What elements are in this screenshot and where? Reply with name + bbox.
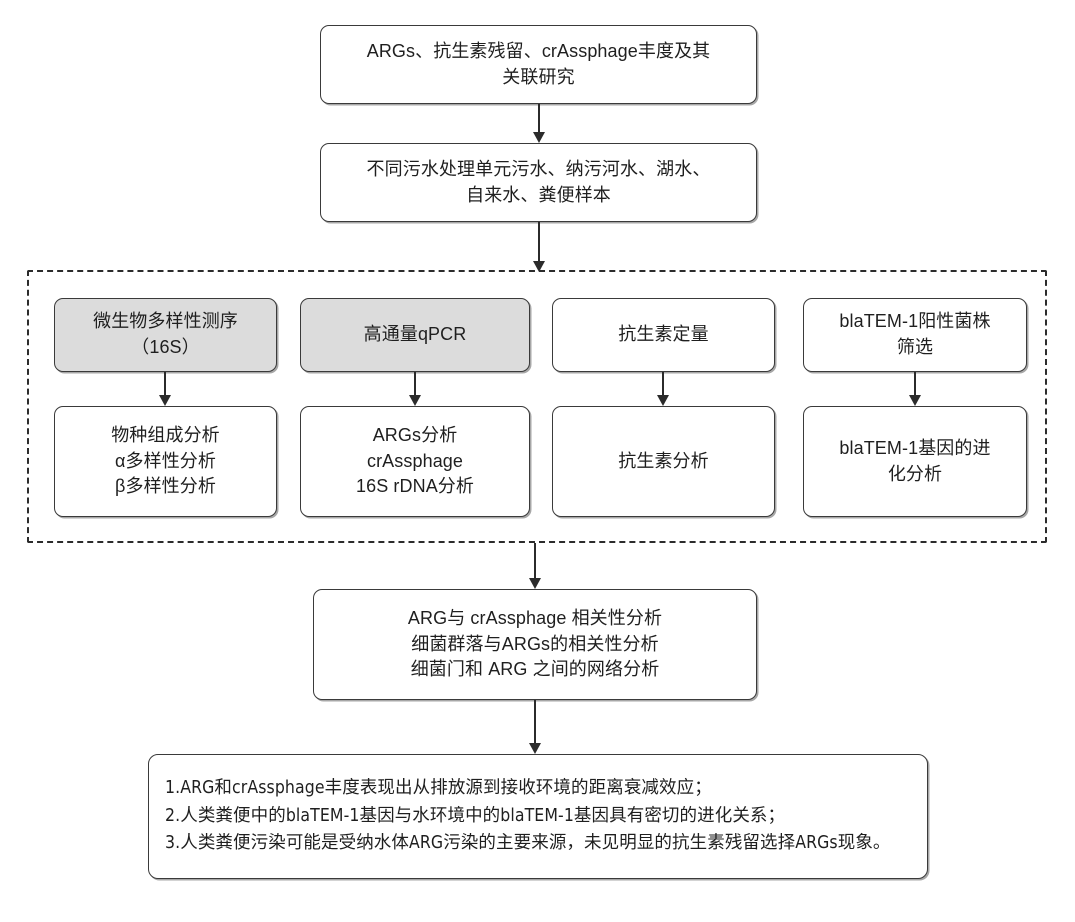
connector-stem <box>164 372 166 397</box>
arrowhead-icon <box>533 132 545 143</box>
node-analysis-3-label: 抗生素分析 <box>618 450 709 471</box>
node-method-1-label: 微生物多样性测序 （16S） <box>93 311 238 357</box>
methods-analysis-group <box>27 270 1047 543</box>
connector-correlation-to-conclusions <box>529 700 541 754</box>
connector-stem <box>534 543 536 580</box>
connector-methods-to-correlation <box>529 543 541 589</box>
connector-stem <box>538 104 540 134</box>
connector-samples-to-methods <box>533 222 545 272</box>
arrowhead-icon <box>529 743 541 754</box>
arrowhead-icon <box>533 261 545 272</box>
node-method-3-label: 抗生素定量 <box>618 324 709 345</box>
node-method-1: 微生物多样性测序 （16S） <box>54 298 277 372</box>
connector-method-4-to-analysis-4 <box>909 372 921 406</box>
node-method-3: 抗生素定量 <box>552 298 775 372</box>
connector-method-1-to-analysis-1 <box>159 372 171 406</box>
arrowhead-icon <box>909 395 921 406</box>
connector-stem <box>914 372 916 397</box>
connector-stem <box>662 372 664 397</box>
connector-stem <box>538 222 540 263</box>
node-analysis-2: ARGs分析 crAssphage 16S rDNA分析 <box>300 406 530 517</box>
connector-method-3-to-analysis-3 <box>657 372 669 406</box>
node-analysis-3: 抗生素分析 <box>552 406 775 517</box>
connector-method-2-to-analysis-2 <box>409 372 421 406</box>
node-sample-types-label: 不同污水处理单元污水、纳污河水、湖水、 自来水、粪便样本 <box>366 158 711 205</box>
node-analysis-2-label: ARGs分析 crAssphage 16S rDNA分析 <box>355 425 475 497</box>
node-analysis-1-label: 物种组成分析 α多样性分析 β多样性分析 <box>111 425 220 497</box>
node-research-objective: ARGs、抗生素残留、crAssphage丰度及其 关联研究 <box>320 25 757 104</box>
connector-stem <box>414 372 416 397</box>
node-conclusions: 1.ARG和crAssphage丰度表现出从排放源到接收环境的距离衰减效应； 2… <box>148 754 928 879</box>
node-correlation-analysis-label: ARG与 crAssphage 相关性分析 细菌群落与ARGs的相关性分析 细菌… <box>407 608 663 680</box>
node-sample-types: 不同污水处理单元污水、纳污河水、湖水、 自来水、粪便样本 <box>320 143 757 222</box>
node-analysis-4-label: blaTEM-1基因的进 化分析 <box>839 437 991 484</box>
node-method-2: 高通量qPCR <box>300 298 530 372</box>
node-research-objective-label: ARGs、抗生素残留、crAssphage丰度及其 关联研究 <box>366 40 711 87</box>
node-analysis-4: blaTEM-1基因的进 化分析 <box>803 406 1027 517</box>
node-conclusions-label: 1.ARG和crAssphage丰度表现出从排放源到接收环境的距离衰减效应； 2… <box>165 778 891 854</box>
node-method-4-label: blaTEM-1阳性菌株 筛选 <box>839 311 991 357</box>
node-method-4: blaTEM-1阳性菌株 筛选 <box>803 298 1027 372</box>
arrowhead-icon <box>529 578 541 589</box>
node-correlation-analysis: ARG与 crAssphage 相关性分析 细菌群落与ARGs的相关性分析 细菌… <box>313 589 757 700</box>
connector-stem <box>534 700 536 745</box>
node-analysis-1: 物种组成分析 α多样性分析 β多样性分析 <box>54 406 277 517</box>
arrowhead-icon <box>409 395 421 406</box>
arrowhead-icon <box>159 395 171 406</box>
arrowhead-icon <box>657 395 669 406</box>
node-method-2-label: 高通量qPCR <box>363 324 467 345</box>
connector-objective-to-samples <box>533 104 545 143</box>
